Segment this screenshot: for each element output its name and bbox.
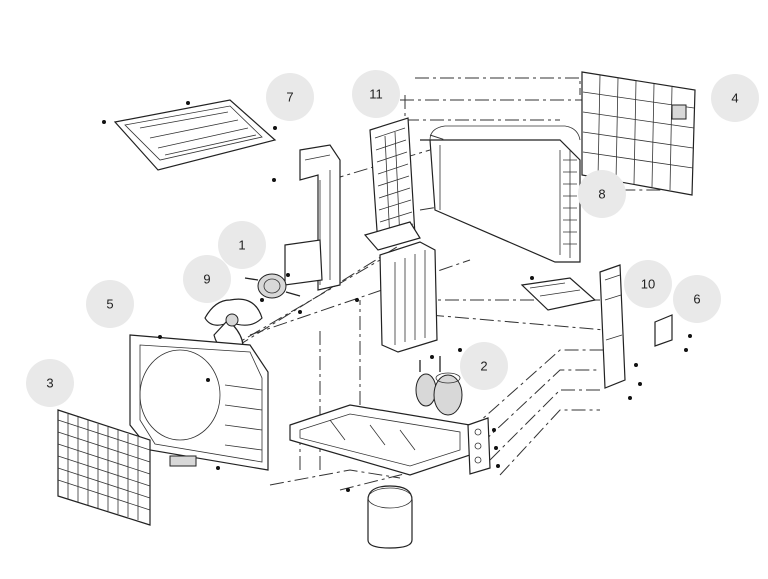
callout-11: 11 [352, 70, 400, 118]
partition-plate [363, 221, 438, 353]
callout-label-6: 6 [693, 292, 700, 307]
callout-10: 10 [624, 260, 672, 308]
callout-label-2: 2 [480, 359, 487, 374]
callout-label-11: 11 [369, 87, 383, 102]
rear-grille-guard [581, 71, 696, 196]
valve-bracket [467, 417, 500, 475]
callout-label-5: 5 [106, 297, 113, 312]
right-side-panel [599, 264, 642, 400]
callout-label-7: 7 [286, 90, 293, 105]
callout-label-4: 4 [731, 91, 738, 106]
front-grille [57, 409, 151, 526]
compressor-jacket [367, 485, 413, 549]
callout-label-9: 9 [203, 272, 210, 287]
control-board [520, 276, 597, 311]
motor-bracket [284, 144, 359, 314]
callout-label-8: 8 [598, 187, 605, 202]
callout-8: 8 [578, 170, 626, 218]
fan-motor [244, 273, 301, 302]
callout-3: 3 [26, 359, 74, 407]
condenser-coil [420, 125, 581, 263]
callout-2: 2 [460, 342, 508, 390]
callout-label-3: 3 [46, 376, 53, 391]
front-panel [129, 334, 269, 471]
callout-5: 5 [86, 280, 134, 328]
compressor [415, 348, 463, 416]
base-pan [289, 404, 471, 492]
top-cover [102, 99, 277, 182]
callout-9: 9 [183, 255, 231, 303]
callout-label-1: 1 [238, 238, 245, 253]
callout-7: 7 [266, 73, 314, 121]
side-grille [369, 117, 416, 246]
callout-1: 1 [218, 221, 266, 269]
callout-6: 6 [673, 275, 721, 323]
valve-cover [654, 314, 692, 352]
callout-4: 4 [711, 74, 759, 122]
callout-label-10: 10 [641, 277, 655, 292]
